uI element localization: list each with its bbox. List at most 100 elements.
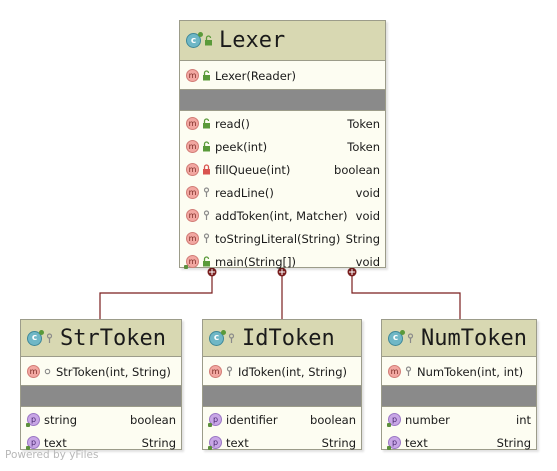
static-method-icon: m [184, 255, 199, 269]
member-type: String [321, 435, 356, 450]
class-numtoken-header[interactable]: c NumToken [382, 320, 536, 357]
member-name: identifier [226, 412, 278, 427]
member-type: boolean [130, 412, 176, 427]
property-icon: p [208, 436, 222, 450]
member-name: peek(int) [215, 139, 268, 154]
member-name: number [405, 412, 450, 427]
method-icon: m [186, 163, 199, 176]
member-row[interactable]: m readLine() void [180, 181, 385, 204]
class-icon: c [209, 329, 226, 346]
class-strtoken-header[interactable]: c StrToken [21, 320, 181, 357]
member-type: boolean [334, 162, 380, 177]
fields-section [203, 386, 361, 407]
member-row[interactable]: p string boolean [21, 408, 181, 431]
member-name: main(String[]) [215, 254, 296, 269]
member-name: toStringLiteral(String) [215, 231, 341, 246]
property-icon: p [387, 436, 401, 450]
property-icon: p [387, 413, 401, 427]
public-visibility-icon [203, 118, 210, 129]
class-numtoken[interactable]: c NumToken m NumToken(int, int) p number… [381, 319, 537, 450]
class-title: NumToken [421, 325, 527, 351]
nested-marker-numtoken [347, 267, 357, 277]
class-idtoken-header[interactable]: c IdToken [203, 320, 361, 357]
private-lock-icon [203, 164, 210, 175]
member-row[interactable]: m fillQueue(int) boolean [180, 158, 385, 181]
property-icon: p [208, 413, 222, 427]
member-row[interactable]: m NumToken(int, int) [382, 360, 536, 383]
property-letter: p [391, 415, 398, 424]
fields-section [21, 386, 181, 407]
class-lexer[interactable]: c Lexer m Lexer(Reader) m read() Token m… [179, 20, 386, 269]
member-row[interactable]: m StrToken(int, String) [21, 360, 181, 383]
member-row[interactable]: m read() Token [180, 112, 385, 135]
member-row[interactable]: p number int [382, 408, 536, 431]
constructors-section: m IdToken(int, String) [203, 357, 361, 386]
method-icon: m [186, 140, 199, 153]
nested-marker-idtoken [277, 267, 287, 277]
package-open-icon [44, 368, 51, 375]
member-row[interactable]: p text String [382, 431, 536, 454]
method-icon: m [186, 117, 199, 130]
member-name: NumToken(int, int) [417, 364, 524, 379]
methods-section: m read() Token m peek(int) Token m fillQ… [180, 111, 385, 275]
class-idtoken[interactable]: c IdToken m IdToken(int, String) p ident… [202, 319, 362, 450]
member-name: text [226, 435, 249, 450]
member-row[interactable]: m IdToken(int, String) [203, 360, 361, 383]
member-type: Token [347, 139, 380, 154]
watermark: Powered by yFiles [5, 449, 99, 461]
constructors-section: m Lexer(Reader) [180, 61, 385, 90]
member-type: void [355, 208, 380, 223]
method-icon: m [388, 365, 401, 378]
package-key-icon [228, 332, 235, 343]
member-row[interactable]: p text String [203, 431, 361, 454]
member-row[interactable]: m toStringLiteral(String) String [180, 227, 385, 250]
member-type: void [355, 185, 380, 200]
class-title: Lexer [219, 28, 286, 53]
member-row[interactable]: m main(String[]) void [180, 250, 385, 273]
method-icon: m [186, 209, 199, 222]
public-visibility-icon [203, 141, 210, 152]
member-type: String [345, 231, 380, 246]
class-title: IdToken [242, 325, 335, 351]
package-key-icon [226, 366, 233, 376]
member-row[interactable]: p text String [21, 431, 181, 454]
member-type: String [496, 435, 531, 450]
member-row[interactable]: m peek(int) Token [180, 135, 385, 158]
package-key-icon [203, 233, 210, 243]
fields-section [382, 386, 536, 407]
connector-lexer-numtoken [351, 273, 461, 320]
class-icon: c [27, 329, 44, 346]
connector-lexer-strtoken [99, 273, 213, 320]
member-name: readLine() [215, 185, 274, 200]
member-row[interactable]: m addToken(int, Matcher) void [180, 204, 385, 227]
property-letter: p [212, 415, 219, 424]
member-name: text [405, 435, 428, 450]
member-name: string [44, 412, 78, 427]
class-lexer-header[interactable]: c Lexer [180, 21, 385, 61]
member-row[interactable]: p identifier boolean [203, 408, 361, 431]
member-type: void [355, 254, 380, 269]
package-key-icon [46, 332, 53, 343]
member-type: int [516, 412, 531, 427]
class-strtoken[interactable]: c StrToken m StrToken(int, String) p str… [20, 319, 182, 450]
member-name: StrToken(int, String) [56, 364, 171, 379]
package-key-icon [405, 366, 412, 376]
constructors-section: m NumToken(int, int) [382, 357, 536, 386]
method-letter: m [188, 256, 197, 266]
member-type: boolean [310, 412, 356, 427]
public-visibility-icon [203, 256, 210, 267]
package-key-icon [407, 332, 414, 343]
property-letter: p [212, 438, 219, 447]
fields-section [180, 90, 385, 111]
member-row[interactable]: m Lexer(Reader) [180, 64, 385, 87]
properties-section: p number int p text String [382, 407, 536, 456]
member-name: addToken(int, Matcher) [215, 208, 348, 223]
property-icon: p [26, 413, 40, 427]
method-icon: m [186, 186, 199, 199]
public-visibility-icon [203, 70, 210, 81]
method-icon: m [27, 365, 40, 378]
method-icon: m [209, 365, 222, 378]
method-icon: m [186, 232, 199, 245]
class-icon: c [186, 32, 203, 48]
